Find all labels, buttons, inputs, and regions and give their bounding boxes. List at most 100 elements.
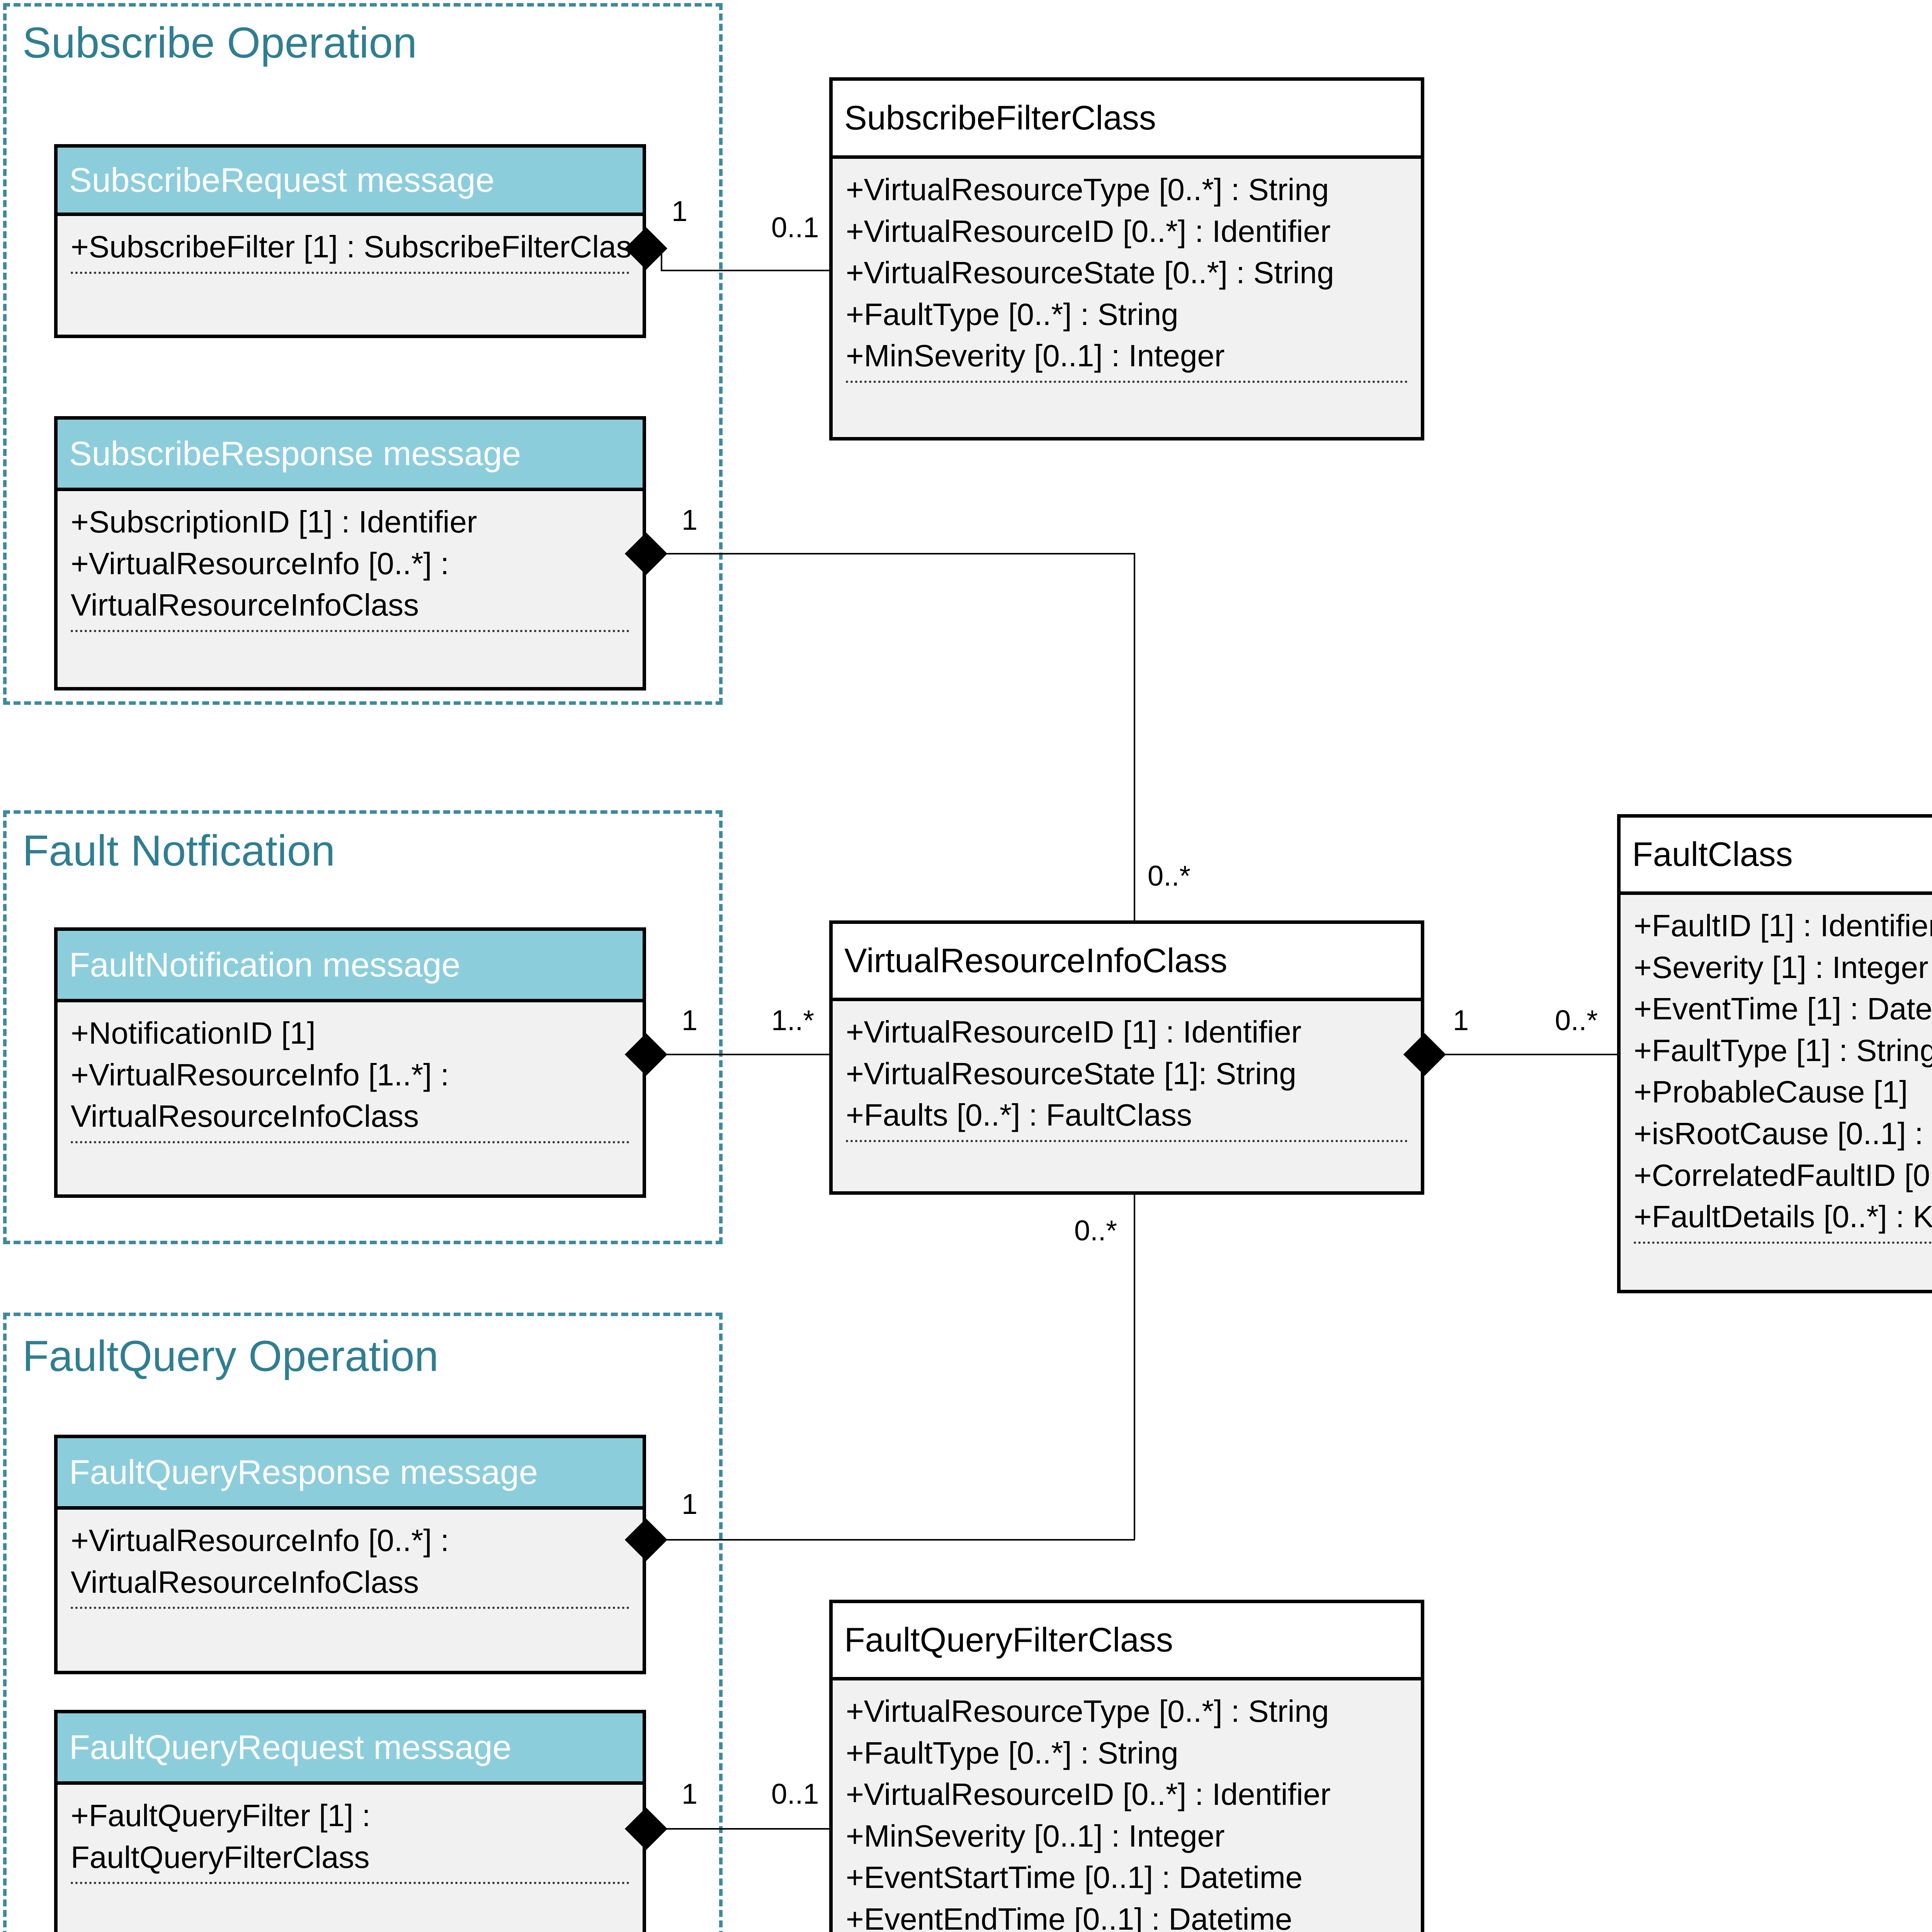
box-attributes-fault-class: +FaultID [1] : Identifier +Severity [1] …: [1621, 895, 1932, 1244]
multiplicity-label: 0..*: [1074, 1214, 1117, 1247]
box-header-fault-query-request: FaultQueryRequest message: [58, 1713, 643, 1785]
box-fault-class[interactable]: FaultClass +FaultID [1] : Identifier +Se…: [1617, 814, 1932, 1293]
connector-segment-horizontal: [661, 553, 1135, 554]
box-subscribe-response-message[interactable]: SubscribeResponse message +SubscriptionI…: [54, 416, 646, 690]
attribute-row: +CorrelatedFaultID [0..*] : Identifier: [1634, 1158, 1932, 1192]
box-fault-notification-message[interactable]: FaultNotification message +NotificationI…: [54, 927, 646, 1198]
multiplicity-label: 1: [682, 1004, 698, 1036]
box-attributes-fault-query-response: +VirtualResourceInfo [0..*] : VirtualRes…: [58, 1510, 643, 1609]
attribute-row: +VirtualResourceID [1] : Identifier: [846, 1015, 1302, 1049]
package-title-fault-query-operation: FaultQuery Operation: [22, 1332, 439, 1380]
box-header-subscribe-filter-class: SubscribeFilterClass: [833, 81, 1421, 159]
connector-segment-horizontal: [661, 1539, 1135, 1541]
connector-segment-vertical: [661, 247, 662, 270]
attribute-row: +FaultID [1] : Identifier: [1634, 908, 1932, 943]
box-attributes-subscribe-response: +SubscriptionID [1] : Identifier +Virtua…: [58, 491, 643, 632]
box-header-fault-query-filter-class: FaultQueryFilterClass: [833, 1603, 1421, 1680]
attribute-separator: [846, 1139, 1408, 1142]
multiplicity-label: 1: [682, 1488, 698, 1520]
connector-segment-vertical: [1134, 1194, 1135, 1540]
attribute-row: +EventTime [1] : Datetime: [1634, 992, 1932, 1026]
box-title-fault-query-filter-class: FaultQueryFilterClass: [844, 1621, 1173, 1659]
attribute-separator: [846, 380, 1408, 383]
attribute-row: +NotificationID [1]: [71, 1016, 316, 1050]
box-title-fault-query-request: FaultQueryRequest message: [69, 1728, 512, 1766]
multiplicity-label: 0..*: [1555, 1004, 1598, 1036]
connector-segment-horizontal: [661, 1828, 831, 1830]
multiplicity-label: 1..*: [771, 1004, 815, 1036]
attribute-separator: [71, 1607, 629, 1609]
connector-segment-horizontal: [661, 270, 830, 271]
attribute-row: +MinSeverity [0..1] : Integer: [846, 338, 1225, 373]
attribute-row: +Severity [1] : Integer: [1634, 950, 1929, 985]
box-attributes-subscribe-request: +SubscribeFilter [1] : SubscribeFilterCl…: [58, 216, 643, 274]
box-attributes-fault-query-filter-class: +VirtualResourceType [0..*] : String +Fa…: [833, 1680, 1421, 1932]
attribute-row: +Faults [0..*] : FaultClass: [846, 1098, 1192, 1133]
multiplicity-label: 1: [672, 195, 688, 227]
box-attributes-fault-notification: +NotificationID [1] +VirtualResourceInfo…: [58, 1002, 643, 1143]
package-fault-query-operation: [3, 1313, 723, 1932]
attribute-row: +EventEndTime [0..1] : Datetime: [846, 1901, 1293, 1932]
attribute-row: +MinSeverity [0..1] : Integer: [846, 1818, 1225, 1853]
box-header-fault-class: FaultClass: [1621, 818, 1932, 895]
attribute-row: +ProbableCause [1]: [1634, 1075, 1908, 1109]
attribute-row: VirtualResourceInfoClass: [71, 1099, 419, 1134]
box-title-fault-class: FaultClass: [1632, 835, 1793, 874]
box-fault-query-filter-class[interactable]: FaultQueryFilterClass +VirtualResourceTy…: [829, 1600, 1424, 1932]
attribute-separator: [71, 1882, 629, 1884]
package-title-fault-notification: Fault Notfication: [22, 827, 335, 875]
attribute-row: +FaultType [0..*] : String: [846, 297, 1179, 332]
box-subscribe-filter-class[interactable]: SubscribeFilterClass +VirtualResourceTyp…: [829, 77, 1424, 440]
attribute-row: +VirtualResourceID [0..*] : Identifier: [846, 214, 1331, 248]
box-attributes-fault-query-request: +FaultQueryFilter [1] : FaultQueryFilter…: [58, 1785, 643, 1884]
attribute-separator: [71, 1141, 629, 1143]
box-fault-query-request-message[interactable]: FaultQueryRequest message +FaultQueryFil…: [54, 1710, 646, 1932]
attribute-separator: [71, 271, 629, 274]
attribute-row: +SubscribeFilter [1] : SubscribeFilterCl…: [71, 230, 646, 264]
package-subscribe-operation: [3, 3, 723, 705]
box-title-subscribe-response: SubscribeResponse message: [69, 434, 521, 473]
attribute-row: +FaultDetails [0..*] : Key-Value pairs: [1634, 1199, 1932, 1234]
attribute-row: +VirtualResourceID [0..*] : Identifier: [846, 1777, 1331, 1812]
attribute-row: +VirtualResourceInfo [0..*] :: [71, 546, 449, 581]
box-header-subscribe-response: SubscribeResponse message: [58, 420, 643, 491]
attribute-row: +VirtualResourceInfo [0..*] :: [71, 1523, 449, 1558]
box-attributes-virtual-resource-info-class: +VirtualResourceID [1] : Identifier +Vir…: [833, 1001, 1421, 1142]
attribute-row: +SubscriptionID [1] : Identifier: [71, 505, 477, 539]
box-title-subscribe-request: SubscribeRequest message: [69, 160, 495, 199]
multiplicity-label: 1: [1453, 1004, 1469, 1036]
attribute-row: +VirtualResourceInfo [1..*] :: [71, 1057, 449, 1092]
attribute-row: +EventStartTime [0..1] : Datetime: [846, 1860, 1303, 1895]
box-title-subscribe-filter-class: SubscribeFilterClass: [844, 99, 1156, 137]
box-title-fault-query-response: FaultQueryResponse message: [69, 1452, 538, 1491]
connector-segment-vertical: [1134, 553, 1135, 921]
attribute-row: +isRootCause [0..1] : Boolean: [1634, 1116, 1932, 1151]
box-attributes-subscribe-filter-class: +VirtualResourceType [0..*] : String +Vi…: [833, 159, 1421, 383]
connector-segment-horizontal: [661, 1054, 831, 1055]
attribute-row: +FaultType [0..*] : String: [846, 1735, 1179, 1770]
box-title-fault-notification: FaultNotification message: [69, 945, 461, 984]
box-fault-query-response-message[interactable]: FaultQueryResponse message +VirtualResou…: [54, 1435, 646, 1674]
attribute-row: +VirtualResourceState [1]: String: [846, 1056, 1296, 1091]
connector-segment-horizontal: [1440, 1054, 1619, 1055]
multiplicity-label: 1: [682, 1778, 698, 1810]
attribute-row: VirtualResourceInfoClass: [71, 1565, 419, 1599]
attribute-row: FaultQueryFilterClass: [71, 1840, 370, 1874]
attribute-row: +VirtualResourceType [0..*] : String: [846, 172, 1329, 207]
attribute-separator: [71, 629, 629, 632]
box-virtual-resource-info-class[interactable]: VirtualResourceInfoClass +VirtualResourc…: [829, 920, 1424, 1195]
package-fault-notification: [3, 810, 723, 1244]
attribute-row: +VirtualResourceType [0..*] : String: [846, 1694, 1329, 1728]
attribute-row: +FaultQueryFilter [1] :: [71, 1798, 371, 1833]
box-header-virtual-resource-info-class: VirtualResourceInfoClass: [833, 924, 1421, 1001]
multiplicity-label: 0..1: [771, 211, 819, 243]
attribute-row: VirtualResourceInfoClass: [71, 588, 419, 622]
attribute-separator: [1634, 1241, 1932, 1244]
package-title-subscribe-operation: Subscribe Operation: [22, 19, 417, 67]
box-header-subscribe-request: SubscribeRequest message: [58, 148, 643, 216]
attribute-row: +FaultType [1] : String: [1634, 1033, 1932, 1068]
multiplicity-label: 1: [682, 504, 698, 536]
box-subscribe-request-message[interactable]: SubscribeRequest message +SubscribeFilte…: [54, 144, 646, 338]
box-header-fault-notification: FaultNotification message: [58, 931, 643, 1002]
